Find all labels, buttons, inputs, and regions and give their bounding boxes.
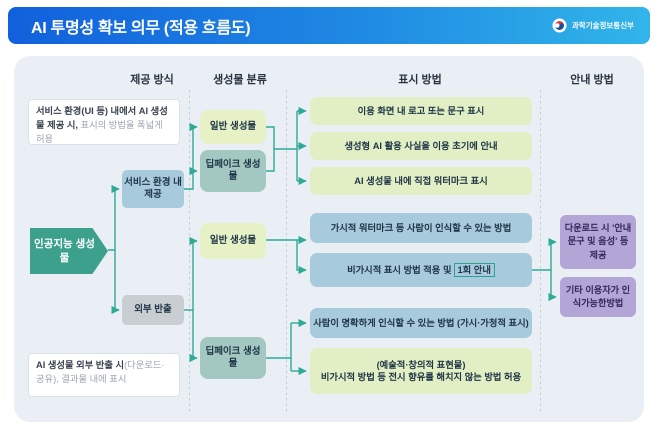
node-deepfake-output-1: 딥페이크 생성물 (200, 150, 266, 192)
page-title: AI 투명성 확보 의무 (적용 흐름도) (31, 19, 251, 37)
column-header-provision: 제공 방식 (130, 74, 174, 86)
column-header-guide: 안내 방법 (570, 74, 614, 86)
node-general-output-2: 일반 생성물 (200, 223, 266, 259)
taegeuk-icon (552, 18, 567, 33)
title-bar: AI 투명성 확보 의무 (적용 흐름도) 과학기술정보통신부 (8, 7, 650, 44)
guide-download-notice: 다운로드 시 '안내 문구 및 음성' 등 제공 (560, 215, 636, 269)
note-external-export: AI 생성물 외부 반출 시(다운로드·공유), 결과물 내에 표시 (28, 353, 180, 397)
method-label: 비가시적 표시 방법 적용 및 (347, 264, 452, 275)
column-header-display: 표시 방법 (398, 74, 442, 86)
node-external-export: 외부 반출 (122, 295, 184, 325)
method-notify-at-start: 생성형 AI 활용 사실을 이용 초기에 안내 (310, 132, 532, 160)
ministry-name: 과학기술정보통신부 (571, 21, 634, 30)
note-service-environment: 서비스 환경(UI 등) 내에서 AI 생성물 제공 시, 표시의 방법을 폭넓… (28, 99, 180, 145)
method-logo-or-text-on-screen: 이용 화면 내 로고 또는 문구 표시 (310, 97, 532, 125)
node-deepfake-output-2: 딥페이크 생성물 (200, 337, 266, 379)
method-visible-watermark: 가시적 워터마크 등 사람이 인식할 수 있는 방법 (310, 213, 532, 243)
method-line-1: (예술적·창의적 표현물) (376, 359, 466, 370)
method-clearly-recognizable: 사람이 명확하게 인식할 수 있는 방법 (가시·가청적 표시) (310, 308, 532, 338)
column-header-classification: 생성물 분류 (213, 74, 267, 86)
note-text-dark: 서비스 환경(UI 등) 내에서 AI 생성물 제공 시, (36, 106, 168, 130)
method-invisible-mark-once-notice: 비가시적 표시 방법 적용 및 1회 안내 (310, 253, 532, 287)
note-text-gray: (다운로드·공유), 결과물 내에 표시 (36, 360, 165, 384)
note-text-gray: 표시의 방법을 폭넓게 허용 (36, 119, 163, 144)
method-line-2: 비가시적 방법 등 전시 향유를 해치지 않는 방법 허용 (320, 372, 522, 382)
guide-other-recognizable: 기타 이용자가 인식가능한방법 (560, 277, 636, 317)
node-ai-generated-output: 인공지능 생성물 (30, 228, 108, 274)
ministry-logo: 과학기술정보통신부 (552, 18, 634, 33)
method-direct-watermark: AI 생성물 내에 직접 워터마크 표시 (310, 167, 532, 195)
node-service-env-provision: 서비스 환경 내 제공 (122, 170, 184, 208)
note-text-dark: AI 생성물 외부 반출 시 (36, 360, 125, 370)
method-artistic-exception: (예술적·창의적 표현물) 비가시적 방법 등 전시 향유를 해치지 않는 방법… (310, 348, 532, 394)
once-notice-highlight: 1회 안내 (453, 262, 495, 278)
node-general-output-1: 일반 생성물 (200, 110, 266, 144)
